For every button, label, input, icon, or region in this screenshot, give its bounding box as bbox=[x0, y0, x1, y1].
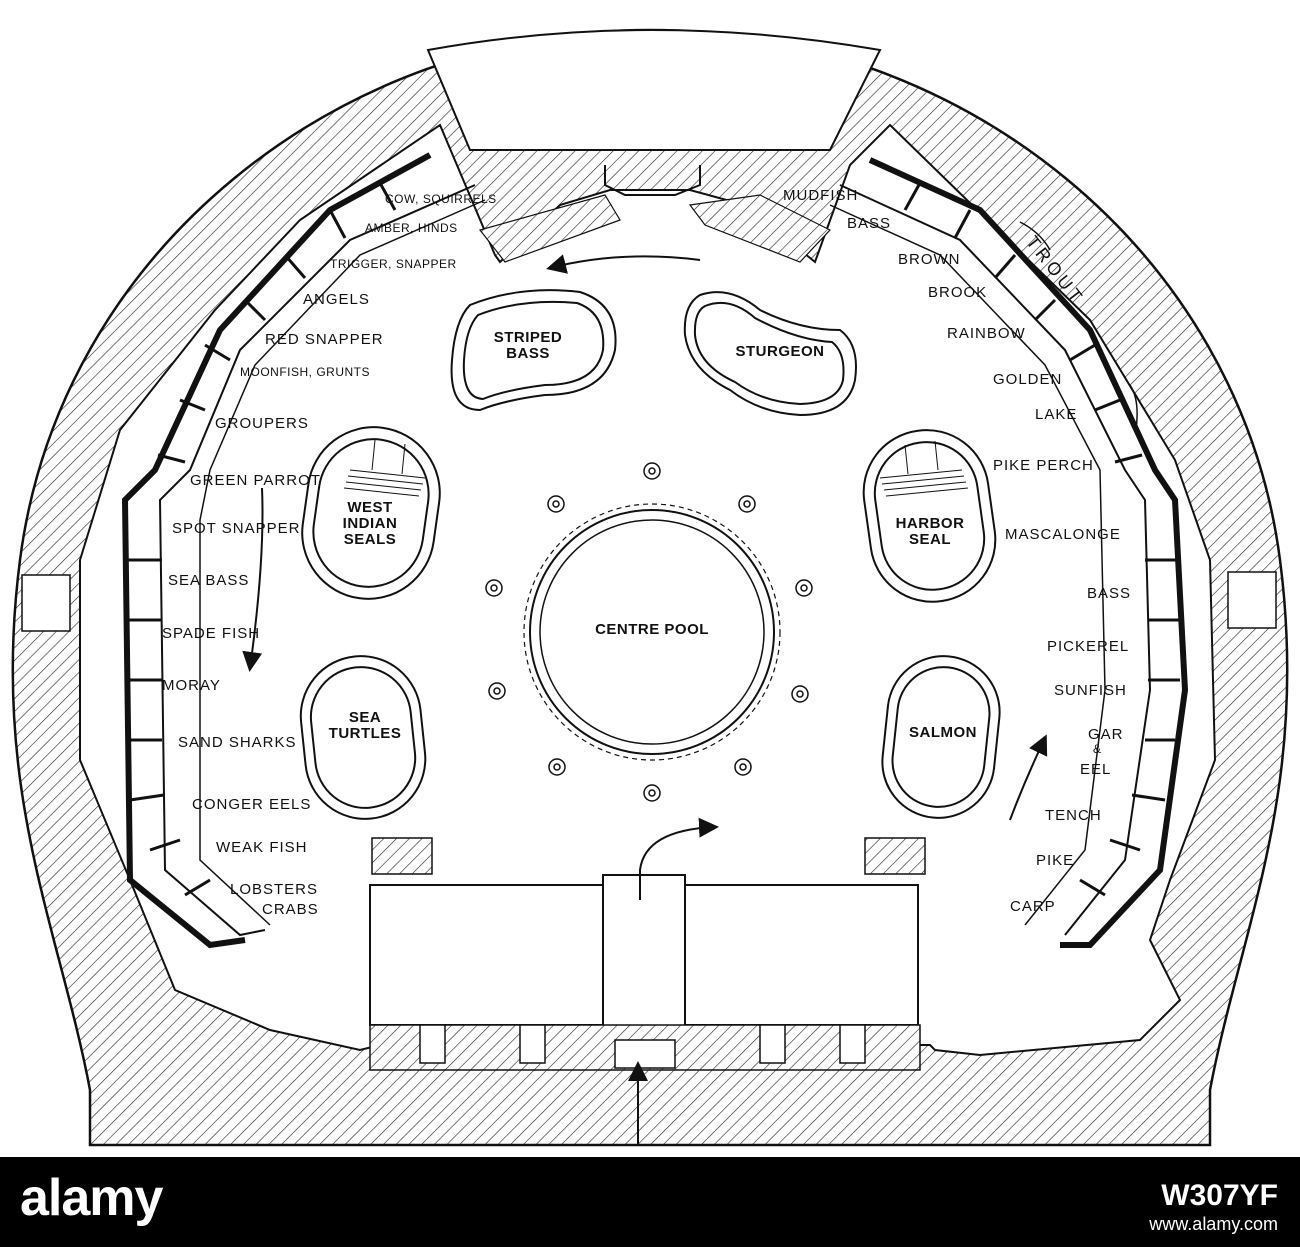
pool-label-striped-bass: STRIPED BASS bbox=[488, 330, 568, 362]
pool-label-wis-line2: INDIAN bbox=[342, 514, 398, 532]
pool-label-striped-bass-line2: BASS bbox=[506, 344, 550, 362]
pool-label-harbor-seal: HARBOR SEAL bbox=[885, 516, 975, 548]
label-right-17: CARP bbox=[1010, 898, 1056, 915]
bottom-stairs-left bbox=[371, 837, 433, 875]
right-wall-opening bbox=[1227, 571, 1277, 629]
label-left-5: MOONFISH, GRUNTS bbox=[240, 365, 370, 379]
label-left-2: TRIGGER, SNAPPER bbox=[330, 257, 457, 271]
centre-exit-arrow bbox=[639, 817, 719, 900]
label-right-6: LAKE bbox=[1035, 406, 1078, 423]
pool-label-wis-line3: SEALS bbox=[343, 530, 397, 548]
aquarium-floor-plan: COW, SQUIRRELS AMBER, HINDS TRIGGER, SNA… bbox=[11, 28, 1289, 1147]
top-stairs-right bbox=[688, 194, 831, 263]
centre-pool-outer bbox=[529, 509, 775, 755]
right-flow-arrow bbox=[1009, 734, 1048, 821]
centre-pool-dashed-ring bbox=[523, 503, 781, 761]
label-right-15: TENCH bbox=[1045, 807, 1102, 824]
top-arrow bbox=[546, 254, 701, 274]
pool-label-centre-pool: CENTRE POOL bbox=[572, 622, 732, 638]
label-right-4: RAINBOW bbox=[947, 325, 1026, 342]
label-right-5: GOLDEN bbox=[993, 371, 1063, 388]
right-walkway-line bbox=[829, 204, 1106, 926]
label-right-11: SUNFISH bbox=[1054, 682, 1127, 699]
trout-brace bbox=[1019, 221, 1138, 431]
label-left-9: SEA BASS bbox=[168, 572, 250, 589]
label-right-7: PIKE PERCH bbox=[993, 457, 1094, 474]
right-tanks-inner bbox=[839, 184, 1152, 936]
pool-label-centre-pool-line1: CENTRE POOL bbox=[595, 621, 709, 638]
pool-label-wis-line1: WEST bbox=[347, 499, 393, 516]
bottom-block-left bbox=[369, 884, 604, 1026]
bottom-block-right bbox=[684, 884, 919, 1026]
left-tank-dividers bbox=[127, 182, 397, 897]
label-right-1: BASS bbox=[847, 215, 892, 232]
pool-salmon bbox=[881, 655, 1001, 819]
label-left-3: ANGELS bbox=[303, 291, 370, 308]
label-right-2: BROWN bbox=[898, 251, 961, 268]
pool-label-salmon-line1: SALMON bbox=[909, 724, 977, 741]
pool-harbor-seal bbox=[862, 429, 997, 603]
label-right-3: BROOK bbox=[928, 284, 988, 301]
pool-label-sturgeon: STURGEON bbox=[710, 344, 850, 360]
watermark-image-id: W307YF bbox=[1161, 1179, 1278, 1212]
watermark-url: www.alamy.com bbox=[1149, 1214, 1278, 1234]
label-right-12: GAR bbox=[1088, 726, 1124, 743]
label-right-16: PIKE bbox=[1036, 852, 1075, 869]
pool-label-harbor-seal-line2: SEAL bbox=[908, 530, 951, 548]
label-left-13: CONGER EELS bbox=[192, 796, 312, 813]
label-left-7: GREEN PARROT bbox=[190, 472, 321, 489]
centre-pool-inner bbox=[539, 519, 765, 745]
columns bbox=[485, 462, 813, 802]
bottom-stairs-right bbox=[864, 837, 926, 875]
left-tanks-inner bbox=[158, 184, 476, 937]
pool-label-sea-turtles-line2: TURTLES bbox=[328, 724, 402, 742]
pool-label-sea-turtles-line1: SEA bbox=[348, 709, 382, 726]
pool-label-salmon: SALMON bbox=[893, 725, 993, 741]
label-left-4: RED SNAPPER bbox=[265, 331, 384, 348]
right-tank-dividers bbox=[903, 182, 1180, 897]
label-left-1: AMBER, HINDS bbox=[365, 221, 458, 235]
pool-west-indian-seals bbox=[301, 426, 441, 600]
label-right-10: PICKEREL bbox=[1047, 638, 1130, 655]
label-left-6: GROUPERS bbox=[215, 415, 309, 432]
top-stairs-left bbox=[478, 194, 621, 263]
label-right-13: & bbox=[1093, 742, 1102, 756]
top-entrance bbox=[426, 29, 882, 151]
bottom-piers bbox=[419, 1024, 866, 1069]
label-left-11: MORAY bbox=[162, 677, 221, 694]
pool-sea-turtles bbox=[299, 655, 427, 820]
right-tanks-outer bbox=[868, 157, 1189, 948]
label-left-10: SPADE FISH bbox=[162, 625, 261, 642]
pool-label-striped-bass-line1: STRIPED bbox=[493, 329, 563, 346]
pool-sturgeon bbox=[683, 291, 857, 417]
floor-plan-drawing bbox=[11, 28, 1289, 1147]
label-right-14: EEL bbox=[1080, 761, 1112, 778]
pool-label-west-indian-seals: WEST INDIAN SEALS bbox=[325, 500, 415, 547]
pool-label-sea-turtles: SEA TURTLES bbox=[315, 710, 415, 742]
pool-label-sturgeon-line1: STURGEON bbox=[735, 343, 825, 360]
pool-label-harbor-seal-line1: HARBOR bbox=[895, 515, 965, 532]
label-right-0: MUDFISH bbox=[783, 187, 859, 204]
label-left-0: COW, SQUIRRELS bbox=[385, 192, 497, 206]
label-right-9: BASS bbox=[1087, 585, 1132, 602]
label-left-16: CRABS bbox=[262, 901, 319, 918]
label-left-14: WEAK FISH bbox=[216, 839, 308, 856]
label-right-8: MASCALONGE bbox=[1005, 526, 1121, 543]
left-walkway-line bbox=[199, 199, 486, 926]
left-flow-arrow bbox=[242, 487, 264, 672]
watermark-footer bbox=[0, 1157, 1300, 1247]
label-left-8: SPOT SNAPPER bbox=[172, 520, 301, 537]
label-left-12: SAND SHARKS bbox=[178, 734, 297, 751]
left-tanks-outer bbox=[121, 152, 432, 949]
top-landing bbox=[604, 165, 701, 196]
label-left-15: LOBSTERS bbox=[230, 881, 319, 898]
pool-striped-bass bbox=[450, 289, 617, 412]
watermark-logo: alamy bbox=[20, 1169, 163, 1227]
left-wall-opening bbox=[21, 574, 71, 632]
